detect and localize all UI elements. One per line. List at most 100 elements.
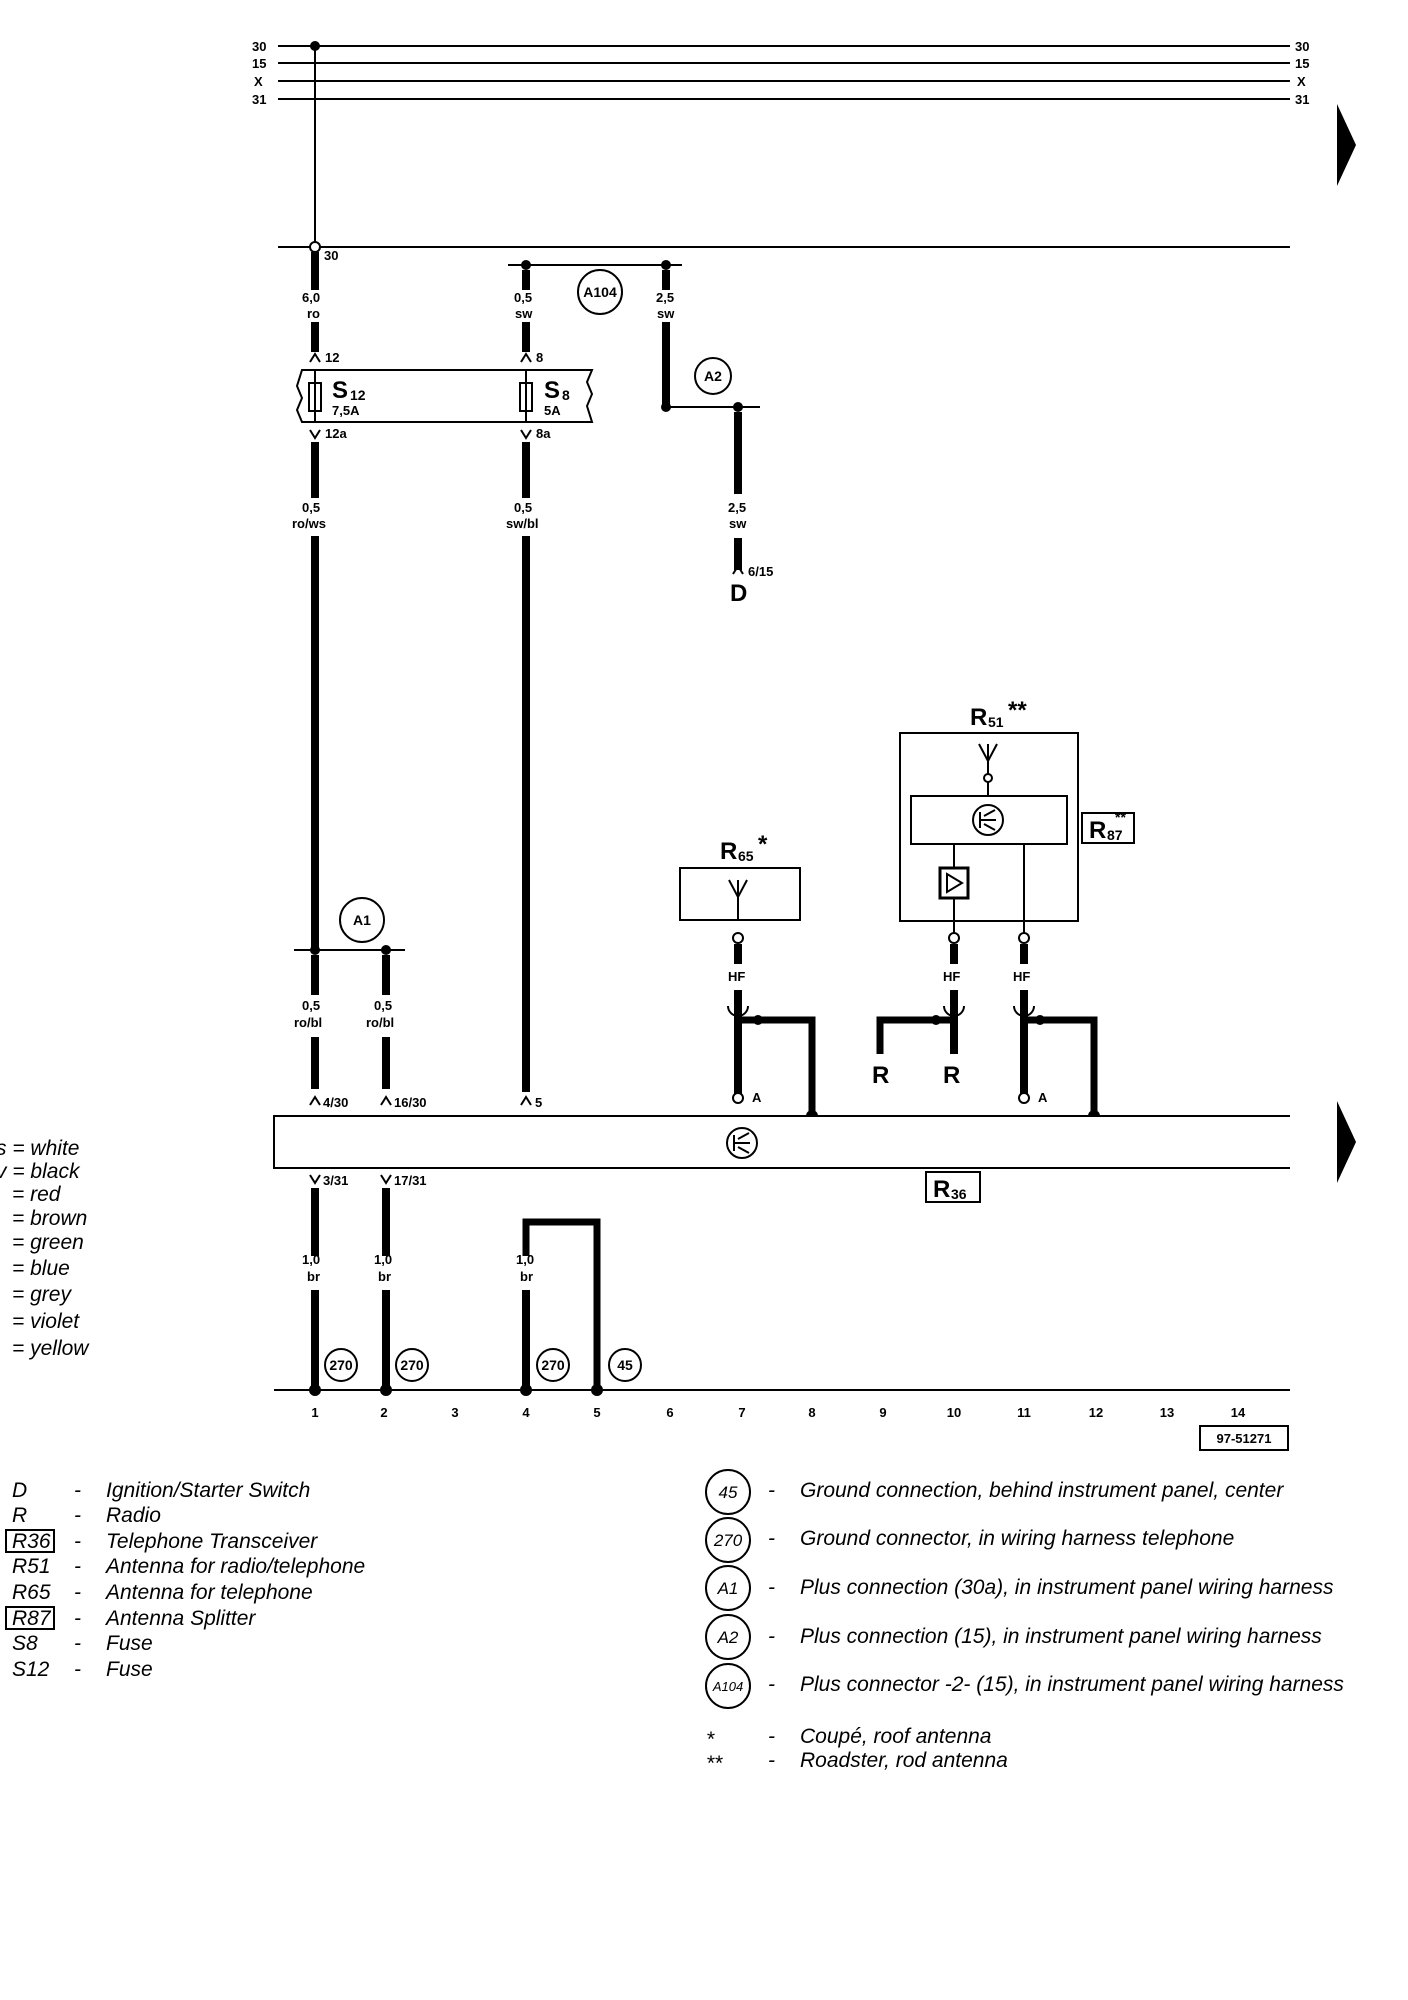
wire-gnd-2-color: br (378, 1269, 391, 1284)
bus-label-15: 15 (252, 56, 266, 71)
legend-conn-desc: Plus connector -2- (15), in instrument p… (800, 1673, 1344, 1696)
hf-label-r51-radio: HF (943, 969, 960, 984)
legend-separator: - (768, 1725, 775, 1748)
wire-s8-top-size: 0,5 (514, 290, 532, 305)
pin-arrow (309, 1174, 321, 1185)
terminal-point (983, 773, 993, 783)
wire-r36-16-size: 0,5 (374, 998, 392, 1013)
color-key-entry: = blue (12, 1257, 70, 1280)
r36-sub: 36 (951, 1186, 967, 1202)
wire-r51-radio (950, 944, 958, 964)
r36-label-box (925, 1171, 981, 1203)
r87-label-box (1081, 812, 1135, 844)
legend-circle (705, 1614, 751, 1660)
transceiver-r36 (273, 1115, 1290, 1169)
r36-pin-17-31: 17/31 (394, 1173, 427, 1188)
color-key-entry: = yellow (12, 1337, 90, 1360)
wire-gnd-1-lower (311, 1290, 319, 1390)
bus-label-30-right: 30 (1295, 39, 1309, 54)
legend-code-box (5, 1529, 55, 1553)
pin-arrow (309, 1095, 321, 1106)
wire-r65-hf (734, 944, 742, 964)
connection-a2-label: A2 (704, 368, 722, 384)
fuse-s8-pin-out: 8a (536, 426, 551, 441)
connection-a1-label: A1 (353, 912, 371, 928)
legend-desc: Ignition/Starter Switch (106, 1479, 310, 1502)
antenna-icon (728, 879, 748, 920)
ground-45-label: 45 (617, 1357, 633, 1373)
legend-separator: - (768, 1576, 775, 1599)
track-number: 1 (311, 1405, 318, 1420)
bus-label-30: 30 (252, 39, 266, 54)
pin-a-r65: A (752, 1090, 762, 1105)
junction-dot (733, 402, 743, 412)
wire-radio-shield (876, 1016, 950, 1054)
radio-ref-left: R (872, 1062, 889, 1089)
color-key-entry: v = black (0, 1160, 81, 1183)
legend-code: R51 (12, 1555, 51, 1578)
junction-dot (309, 1384, 321, 1396)
bus-labels-left: 30 15 X 31 (252, 39, 266, 107)
wire-s8-top (522, 270, 530, 290)
legend-code: D (12, 1479, 27, 1502)
wire-d-lower (734, 538, 742, 570)
fuse-s8-pin-in: 8 (536, 350, 543, 365)
terminal-point (732, 1092, 744, 1104)
ground-connector-270 (324, 1348, 358, 1382)
legend-desc: Antenna for radio/telephone (104, 1555, 365, 1578)
legend-conn-code: A1 (717, 1579, 739, 1598)
pin-arrow (380, 1174, 392, 1185)
connection-a104-label: A104 (583, 284, 617, 300)
legend-desc: Fuse (106, 1632, 153, 1655)
junction-dot (1035, 1015, 1045, 1025)
fuse-s12-rating: 7,5A (332, 403, 360, 418)
track-number: 9 (879, 1405, 886, 1420)
legend-desc: Antenna for telephone (104, 1581, 313, 1604)
junction-dot (380, 1384, 392, 1396)
color-key-entry: = violet (12, 1310, 80, 1333)
r65-name: R (720, 838, 737, 865)
wire-gnd-2-lower (382, 1290, 390, 1390)
pin-arrow (520, 429, 532, 440)
ground-connector-270 (395, 1348, 429, 1382)
fuse-s12-sub: 12 (350, 387, 366, 403)
legend-desc: Radio (106, 1504, 161, 1527)
terminal-30-label: 30 (324, 248, 338, 263)
legend-conn-code: 270 (713, 1531, 743, 1550)
wire-gnd-1-size: 1,0 (302, 1252, 320, 1267)
legend-conn-code: A2 (717, 1628, 739, 1647)
r36-pin-16-30: 16/30 (394, 1095, 427, 1110)
wire-s12-bot (311, 442, 319, 498)
r36-name: R (933, 1176, 950, 1203)
wire-r51-tel (1020, 944, 1028, 964)
track-number: 7 (738, 1405, 745, 1420)
antenna-icon (978, 743, 998, 774)
wire-d-color: sw (729, 516, 747, 531)
bus-label-15-right: 15 (1295, 56, 1309, 71)
legend-conn-desc: Ground connection, behind instrument pan… (800, 1479, 1284, 1502)
pin-a-r51: A (1038, 1090, 1048, 1105)
footnote-desc: Coupé, roof antenna (800, 1725, 991, 1748)
wire-gnd-1 (311, 1188, 319, 1256)
footnote-mark: * (706, 1728, 715, 1751)
wire-gnd-2-size: 1,0 (374, 1252, 392, 1267)
bus-labels-right: 30 15 X 31 (1295, 39, 1309, 107)
wire-r65-shield (742, 1016, 816, 1116)
switch-d-label: D (730, 580, 747, 607)
pin-arrow (309, 429, 321, 440)
continuation-arrow-bottom (1337, 1101, 1356, 1183)
switch-d-pin: 6/15 (748, 564, 773, 579)
legend-separator: - (74, 1581, 81, 1604)
wire-s12-top (311, 252, 319, 290)
color-key-entry: = red (12, 1183, 62, 1206)
legend-code: R (12, 1504, 27, 1527)
legend-separator: - (768, 1479, 775, 1502)
legend-conn-code: 45 (719, 1483, 738, 1502)
terminal-point (732, 932, 744, 944)
legend-circle (705, 1565, 751, 1611)
track-number: 10 (947, 1405, 961, 1420)
junction-dot (591, 1384, 603, 1396)
r51-mark: ** (1008, 697, 1027, 724)
legend-code: S8 (12, 1632, 38, 1655)
track-number: 8 (808, 1405, 815, 1420)
